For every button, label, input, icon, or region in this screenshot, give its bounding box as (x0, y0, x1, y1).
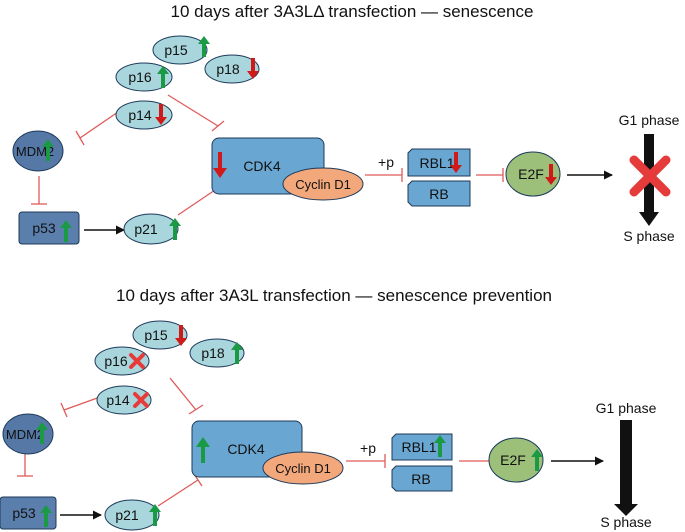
svg-text:p21: p21 (134, 221, 158, 237)
up-arrow-icon (40, 505, 52, 527)
svg-text:RB: RB (429, 186, 448, 202)
node-mdm2: MDM2 (2, 413, 54, 455)
up-arrow-icon (531, 449, 543, 471)
down-arrow-icon (450, 152, 462, 173)
inhibition-p21-cdk4 (157, 479, 199, 507)
down-arrow-icon (213, 152, 227, 178)
svg-text:E2F: E2F (500, 452, 526, 468)
node-p18: p18 (189, 338, 245, 368)
node-rbl1: RBL1 (391, 433, 453, 461)
svg-text:p14: p14 (106, 392, 130, 408)
node-e2f: E2F (505, 151, 561, 197)
svg-text:p16: p16 (128, 69, 152, 85)
inhibition-p16-cdk4 (169, 377, 197, 411)
g1-phase-label: G1 phase (596, 400, 657, 416)
up-arrow-icon (198, 36, 210, 57)
node-p16: p16 (94, 346, 150, 376)
node-e2f: E2F (488, 437, 544, 483)
inhibition-bar (211, 120, 225, 132)
inhibition-p16-cdk4 (167, 94, 219, 127)
up-arrow-icon (231, 342, 243, 364)
node-p15: p15 (132, 320, 188, 350)
node-p14: p14 (115, 100, 173, 130)
svg-text:p53: p53 (12, 505, 36, 521)
panel-title: 10 days after 3A3LΔ transfection — senes… (171, 2, 534, 21)
svg-text:CDK4: CDK4 (243, 158, 281, 174)
node-p18: p18 (204, 54, 260, 84)
up-arrow-icon (434, 435, 446, 457)
node-rbl1: RBL1 (407, 148, 471, 177)
svg-text:E2F: E2F (518, 166, 544, 182)
node-rb: RB (391, 465, 453, 492)
node-p14: p14 (96, 385, 152, 415)
up-arrow-icon (149, 504, 161, 526)
inhibition-p21-cdk4 (177, 187, 219, 216)
inhibition-p14-mdm2 (63, 396, 101, 411)
up-arrow-icon (169, 218, 181, 240)
svg-text:Cyclin D1: Cyclin D1 (295, 177, 351, 192)
phosphorylation-label: +p (360, 440, 376, 456)
svg-text:RBL1: RBL1 (419, 155, 454, 171)
node-p21: p21 (104, 499, 161, 531)
node-p21: p21 (123, 213, 181, 245)
inhibition-bar (75, 130, 85, 146)
svg-text:p18: p18 (216, 61, 240, 77)
svg-text:p18: p18 (201, 345, 225, 361)
panel-senescence-prevention: 10 days after 3A3L transfection — senesc… (0, 286, 657, 531)
svg-text:p15: p15 (164, 42, 188, 58)
svg-text:RB: RB (411, 471, 430, 487)
node-p53: p53 (18, 211, 80, 245)
panel-senescence: 10 days after 3A3LΔ transfection — senes… (12, 2, 680, 245)
svg-text:Cyclin D1: Cyclin D1 (275, 461, 331, 476)
svg-text:p14: p14 (128, 107, 152, 123)
g1-phase-label: G1 phase (619, 112, 680, 128)
s-phase-label: S phase (623, 228, 675, 244)
s-phase-label: S phase (600, 514, 652, 530)
down-arrow-icon (545, 164, 557, 185)
phase-transition: G1 phase S phase (619, 112, 680, 244)
up-arrow-icon (60, 220, 72, 242)
up-arrow-icon (36, 422, 48, 444)
svg-text:p16: p16 (104, 353, 128, 369)
node-p16: p16 (115, 62, 173, 92)
node-p15: p15 (152, 35, 210, 65)
up-arrow-icon (42, 139, 54, 161)
phase-transition: G1 phase S phase (596, 400, 657, 530)
blocked-cross-icon (129, 353, 145, 369)
svg-text:p53: p53 (32, 220, 56, 236)
node-p53: p53 (0, 496, 57, 530)
blocked-cross-icon (133, 392, 149, 408)
inhibition-p16-cdk4-bar (188, 404, 204, 415)
inhibition-p14-mdm2 (79, 111, 119, 139)
inhibition-lines (31, 94, 504, 216)
up-arrow-icon (157, 66, 169, 88)
node-mdm2: MDM2 (12, 130, 64, 172)
node-rb: RB (407, 180, 471, 207)
down-arrow-icon (175, 325, 187, 346)
svg-text:RBL1: RBL1 (401, 439, 436, 455)
svg-text:p15: p15 (144, 327, 168, 343)
transition-arrow-icon (614, 420, 638, 516)
svg-text:CDK4: CDK4 (227, 441, 265, 457)
up-arrow-icon (196, 437, 210, 463)
down-arrow-icon (247, 58, 259, 79)
svg-text:p21: p21 (115, 507, 139, 523)
svg-text:MDM2: MDM2 (6, 427, 44, 442)
node-cyclin-d1: Cyclin D1 (262, 451, 344, 485)
node-cyclin-d1: Cyclin D1 (282, 167, 364, 201)
down-arrow-icon (155, 104, 167, 125)
blocked-cross-icon (629, 155, 671, 197)
svg-text:MDM2: MDM2 (16, 144, 54, 159)
panel-title: 10 days after 3A3L transfection — senesc… (116, 286, 552, 305)
inhibition-bar (60, 402, 68, 418)
phosphorylation-label: +p (378, 154, 394, 170)
